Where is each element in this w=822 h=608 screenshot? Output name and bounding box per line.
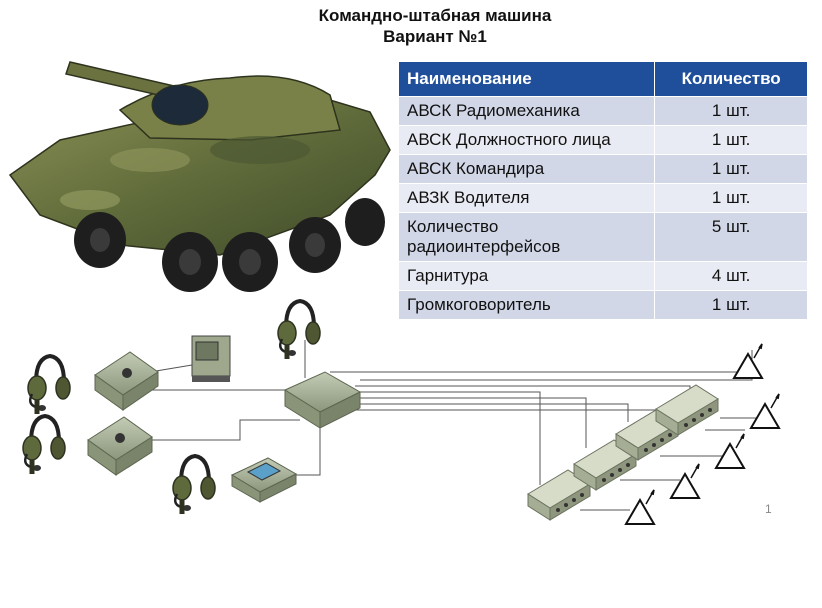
headset-icon	[23, 416, 65, 474]
table-row: Количество радиоинтерфейсов 5 шт.	[397, 212, 808, 262]
name-column-header: Наименование	[397, 61, 656, 97]
antenna-icon	[715, 433, 745, 469]
table-row: АВСК Командира 1 шт.	[397, 154, 808, 184]
row-quantity: 5 шт.	[654, 212, 808, 262]
page-number: 1	[765, 502, 772, 516]
row-quantity: 4 шт.	[654, 261, 808, 291]
headset-icon	[28, 356, 70, 414]
antenna-icon	[625, 489, 655, 525]
row-name: Громкоговоритель	[397, 290, 656, 320]
antenna-icon	[750, 393, 780, 429]
central-switch-unit	[283, 371, 362, 429]
row-quantity: 1 шт.	[654, 154, 808, 184]
table-row: АВСК Должностного лица 1 шт.	[397, 125, 808, 155]
headset-icon	[278, 301, 320, 359]
title-line-2: Вариант №1	[383, 27, 487, 46]
antenna-icon	[733, 343, 763, 379]
row-name: АВСК Командира	[397, 154, 656, 184]
row-name: Гарнитура	[397, 261, 656, 291]
radio-mechanic-device	[191, 335, 231, 382]
row-quantity: 1 шт.	[654, 290, 808, 320]
row-name: АВЗК Водителя	[397, 183, 656, 213]
official-device	[87, 416, 153, 476]
row-quantity: 1 шт.	[654, 96, 808, 126]
table-row: АВЗК Водителя 1 шт.	[397, 183, 808, 213]
title-line-1: Командно-штабная машина	[318, 6, 552, 25]
slide-title: Командно-штабная машина Вариант №1	[210, 5, 660, 47]
table-row: АВСК Радиомеханика 1 шт.	[397, 96, 808, 126]
headset-icon	[173, 456, 215, 514]
quantity-column-header: Количество	[654, 61, 808, 97]
communication-unit-icon	[655, 384, 719, 436]
table-header-row: Наименование Количество	[397, 61, 808, 97]
row-name: Количество радиоинтерфейсов	[397, 212, 656, 262]
equipment-table: Наименование Количество АВСК Радиомехани…	[397, 61, 808, 320]
table-row: Гарнитура 4 шт.	[397, 261, 808, 291]
antenna-icon	[670, 463, 700, 499]
row-quantity: 1 шт.	[654, 125, 808, 155]
table-row: Громкоговоритель 1 шт.	[397, 290, 808, 320]
armored-vehicle-image	[8, 61, 391, 292]
commander-device	[94, 351, 159, 411]
driver-device	[230, 457, 298, 503]
row-name: АВСК Радиомеханика	[397, 96, 656, 126]
row-name: АВСК Должностного лица	[397, 125, 656, 155]
row-quantity: 1 шт.	[654, 183, 808, 213]
